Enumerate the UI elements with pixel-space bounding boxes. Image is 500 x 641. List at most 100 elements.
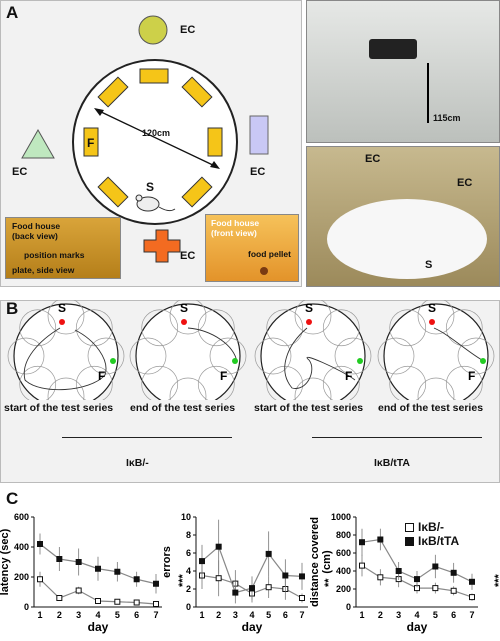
- food-house-front-photo: Food house (front view) food pellet: [205, 214, 299, 282]
- food-house-zone: [47, 300, 85, 335]
- x-axis-label: day: [242, 620, 263, 634]
- y-axis-label: errors: [161, 546, 173, 578]
- height-arrow: [427, 63, 429, 123]
- food-house-zone: [322, 365, 360, 400]
- height-label: 115cm: [433, 113, 461, 123]
- food-house: [97, 76, 129, 108]
- food-house-zone: [334, 337, 372, 375]
- group-line-2: [312, 437, 482, 438]
- food-house-zone: [294, 377, 332, 400]
- position-marks-label: position marks: [24, 250, 85, 260]
- x-tick-label: 4: [95, 610, 100, 620]
- x-tick-label: 4: [249, 610, 254, 620]
- x-axis-label: day: [407, 620, 428, 634]
- data-point: [232, 589, 239, 596]
- ec-rectangle-cue: [249, 115, 269, 155]
- y-tick-label: 600: [14, 512, 29, 522]
- y-tick-label: 6: [186, 548, 191, 558]
- panel-a-letter: A: [6, 3, 19, 22]
- ec-cross-cue: [143, 229, 181, 263]
- track-plot-1: SF: [7, 300, 125, 400]
- start-marker: [59, 319, 65, 325]
- start-label: S: [146, 180, 155, 194]
- y-tick-label: 10: [181, 512, 191, 522]
- trajectory: [23, 327, 107, 391]
- trajectory: [284, 327, 356, 389]
- arena-outline: [13, 303, 119, 400]
- back-title: Food house: [12, 221, 61, 231]
- x-tick-label: 3: [76, 610, 81, 620]
- food-house: [207, 127, 223, 157]
- ec-circle-cue: [138, 15, 168, 45]
- data-point: [432, 585, 439, 592]
- start-label: S: [305, 301, 313, 315]
- x-tick-label: 7: [153, 610, 158, 620]
- food-house-zone: [322, 309, 360, 347]
- x-tick-label: 7: [469, 610, 474, 620]
- y-tick-label: 200: [336, 584, 351, 594]
- x-tick-label: 1: [199, 610, 204, 620]
- data-point: [265, 550, 272, 557]
- data-point: [114, 598, 121, 605]
- data-point: [450, 569, 457, 576]
- food-house-zone: [141, 309, 179, 347]
- x-tick-label: 2: [216, 610, 221, 620]
- data-point: [469, 594, 475, 601]
- mouse-icon: [135, 194, 176, 212]
- data-point: [249, 585, 255, 592]
- caption-1: start of the test series: [4, 402, 114, 414]
- y-tick-label: 0: [346, 602, 351, 612]
- food-house-zone: [417, 377, 455, 400]
- back-subtitle: (back view): [12, 231, 58, 241]
- food-marker: [232, 358, 238, 364]
- diameter-label: 120cm: [142, 128, 171, 138]
- food-house-zone: [445, 365, 483, 400]
- food-house: [83, 127, 99, 157]
- food-marker: [480, 358, 486, 364]
- trajectory: [433, 327, 483, 361]
- y-tick-label: 200: [14, 572, 29, 582]
- caption-3: start of the test series: [254, 402, 364, 414]
- food-marker: [357, 358, 363, 364]
- data-point: [469, 578, 475, 585]
- start-label: S: [180, 301, 188, 315]
- front-subtitle: (front view): [211, 228, 257, 238]
- x-tick-label: 2: [57, 610, 62, 620]
- food-marker: [110, 358, 116, 364]
- food-house-zone: [294, 300, 332, 335]
- track-plot-3: SF: [254, 300, 372, 400]
- diameter-arrow: [96, 109, 218, 168]
- data-point: [395, 568, 402, 574]
- arena-surface: [327, 199, 487, 279]
- arena-photo: EC EC S: [306, 146, 500, 287]
- significance-label: **: [323, 578, 335, 587]
- x-tick-label: 6: [283, 610, 288, 620]
- y-tick-label: 1000: [331, 512, 351, 522]
- data-point: [37, 541, 43, 547]
- data-point: [133, 576, 140, 583]
- ec-triangle-cue: [21, 128, 55, 159]
- data-point: [199, 558, 205, 565]
- data-point: [265, 584, 272, 591]
- y-tick-label: 2: [186, 584, 191, 594]
- food-house-zone: [7, 337, 45, 375]
- food-label: F: [220, 369, 227, 383]
- y-tick-label: 0: [24, 602, 29, 612]
- photo-ec-label-2: EC: [457, 177, 473, 189]
- data-point: [450, 587, 457, 594]
- data-point: [414, 576, 420, 583]
- significance-label: ***: [493, 573, 500, 587]
- food-house-zone: [75, 365, 113, 400]
- ec-label-bottom: EC: [180, 250, 196, 262]
- y-axis-label-line2: (cm): [321, 550, 333, 574]
- legend-item-ikb-minus: IκB/-: [405, 520, 459, 534]
- y-tick-label: 600: [336, 548, 351, 558]
- arena-outline: [260, 303, 366, 400]
- data-point: [282, 572, 289, 579]
- legend-item-ikb-tta: IκB/tTA: [405, 534, 459, 548]
- trajectory: [187, 327, 238, 363]
- camera-photo: 115cm: [306, 0, 500, 143]
- food-house-zone: [75, 309, 113, 347]
- food-house-zone: [169, 377, 207, 400]
- group-label-1: IκB/-: [126, 457, 149, 469]
